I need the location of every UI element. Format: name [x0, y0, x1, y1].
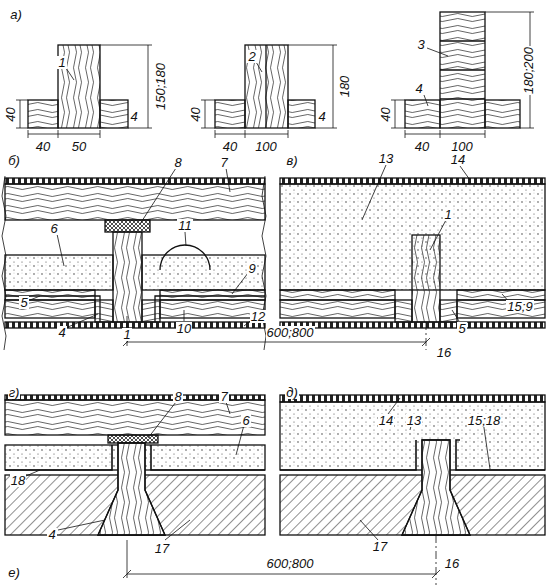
section-letter: е) — [7, 566, 21, 579]
dimension-text: 40 — [414, 140, 430, 153]
callout-number: 10 — [176, 322, 192, 335]
dimension-text: 40 — [222, 140, 238, 153]
callout-number: 11 — [177, 219, 193, 232]
callout-number: 17 — [372, 540, 388, 553]
callout-number: 15;9 — [506, 300, 533, 313]
callout-number: 4 — [47, 528, 56, 541]
dimension-text: 600;800 — [266, 557, 315, 570]
section-letter: в) — [285, 154, 298, 167]
dimension-text: 600;800 — [266, 326, 315, 339]
dimension-text: 180 — [338, 74, 351, 98]
callout-number: 4 — [57, 326, 66, 339]
dimension-text: 100 — [254, 140, 278, 153]
callout-number: 1 — [57, 56, 66, 69]
dimension-text: 100 — [450, 140, 474, 153]
callout-number: 6 — [49, 222, 58, 235]
dimension-text: 150;180 — [154, 62, 167, 111]
callout-number: 4 — [317, 110, 326, 123]
callout-number: 2 — [247, 50, 256, 63]
callout-number: 7 — [219, 156, 228, 169]
callout-number: 1 — [443, 208, 452, 221]
section-letter: д) — [285, 386, 299, 399]
callout-number: 3 — [416, 38, 425, 51]
callout-number: 15;18 — [467, 414, 502, 427]
callout-number: 13 — [378, 152, 394, 165]
section-letter: г) — [8, 386, 21, 399]
dimension-text: 40 — [4, 106, 17, 122]
callout-number: 1 — [122, 328, 131, 341]
callout-number: 12 — [250, 310, 266, 323]
callout-number: 7 — [219, 390, 228, 403]
callout-number: 13 — [406, 414, 422, 427]
callout-number: 8 — [173, 156, 182, 169]
callout-number: 5 — [19, 296, 28, 309]
dimension-text: 40 — [35, 140, 51, 153]
callout-number: 6 — [241, 414, 250, 427]
callout-number: 8 — [173, 390, 182, 403]
callout-number: 4 — [129, 110, 138, 123]
callout-number: 4 — [414, 82, 423, 95]
callout-number: 18 — [10, 474, 26, 487]
dimension-text: 50 — [71, 140, 87, 153]
callout-number: 9 — [247, 262, 256, 275]
dimension-text: 40 — [379, 106, 392, 122]
callout-number: 17 — [154, 542, 170, 555]
callout-number: 14 — [378, 414, 394, 427]
dimension-text: 180;200 — [522, 46, 535, 95]
callout-number: 14 — [450, 153, 466, 166]
dimension-text: 40 — [189, 106, 202, 122]
callout-number: 16 — [436, 346, 452, 359]
callout-number: 16 — [444, 557, 460, 570]
callout-number: 5 — [457, 322, 466, 335]
section-letter: а) — [9, 8, 23, 21]
section-letter: б) — [7, 154, 21, 167]
